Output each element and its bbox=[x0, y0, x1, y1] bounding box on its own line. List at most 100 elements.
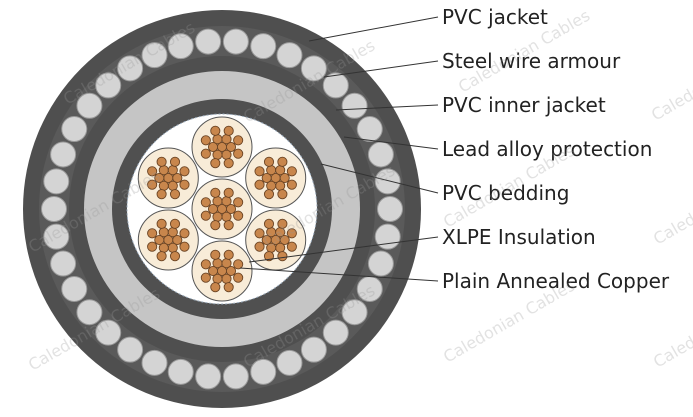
core bbox=[245, 209, 307, 271]
copper-strand bbox=[207, 203, 219, 215]
copper-strand bbox=[158, 165, 169, 176]
copper-strand bbox=[156, 251, 167, 262]
armour-wire bbox=[276, 349, 303, 376]
copper-strand bbox=[221, 273, 232, 284]
armour-wire bbox=[76, 92, 103, 119]
core bbox=[191, 240, 253, 302]
copper-strand bbox=[167, 165, 178, 176]
copper-strand bbox=[200, 148, 211, 159]
core bbox=[245, 147, 307, 209]
leader-line bbox=[320, 163, 439, 194]
armour-wire bbox=[341, 299, 368, 326]
copper-strand bbox=[254, 166, 265, 177]
copper-strand bbox=[275, 165, 286, 176]
copper-strand bbox=[275, 180, 286, 191]
copper-strand bbox=[254, 241, 265, 252]
copper-strand bbox=[147, 241, 158, 252]
copper-strand bbox=[147, 179, 158, 190]
copper-strand bbox=[233, 135, 244, 146]
copper-strand bbox=[210, 187, 221, 198]
copper-strand bbox=[233, 259, 244, 270]
core bbox=[191, 178, 253, 240]
leader-lines bbox=[239, 16, 439, 282]
copper-strand bbox=[223, 158, 234, 169]
armour-wire bbox=[222, 28, 249, 55]
armour-wire bbox=[117, 55, 144, 82]
leader-line bbox=[308, 16, 439, 42]
copper-strand bbox=[223, 125, 234, 136]
copper-strand bbox=[179, 241, 190, 252]
copper-strand bbox=[225, 265, 237, 277]
copper-strand bbox=[154, 234, 165, 246]
copper-strand bbox=[154, 172, 165, 184]
copper-strand bbox=[200, 259, 211, 270]
copper-strand bbox=[286, 166, 297, 177]
copper-strand bbox=[210, 220, 221, 231]
leader-line bbox=[248, 236, 439, 263]
copper-strand bbox=[263, 251, 275, 262]
armour-wire bbox=[43, 223, 70, 250]
armour-wire bbox=[95, 72, 122, 99]
copper-strand bbox=[212, 134, 223, 145]
copper-strand bbox=[172, 234, 183, 246]
armour-wire bbox=[195, 28, 222, 55]
copper-strand bbox=[279, 234, 290, 246]
leader-line bbox=[239, 267, 439, 282]
cores-group bbox=[137, 116, 307, 302]
copper-strand bbox=[261, 172, 272, 184]
copper-strand bbox=[254, 228, 265, 239]
armour-wire bbox=[300, 55, 327, 82]
label-xlpe-insulation: XLPE Insulation bbox=[442, 225, 596, 249]
copper-strand bbox=[156, 156, 167, 167]
armour-wire bbox=[43, 168, 70, 195]
core bbox=[137, 209, 199, 271]
armour-wire bbox=[50, 141, 77, 168]
copper-strand bbox=[156, 218, 167, 229]
copper-strand bbox=[263, 156, 275, 167]
copper-strand bbox=[277, 189, 288, 200]
label-steel-wire-armour: Steel wire armour bbox=[442, 49, 621, 73]
copper-strand bbox=[233, 272, 244, 283]
armour-wire bbox=[367, 141, 394, 168]
copper-strand bbox=[221, 211, 232, 222]
copper-strand bbox=[179, 179, 190, 190]
armour-wire bbox=[341, 92, 368, 119]
armour-wire bbox=[167, 33, 194, 60]
armour-wire bbox=[117, 336, 144, 363]
copper-strand bbox=[179, 166, 190, 177]
label-plain-annealed-copper: Plain Annealed Copper bbox=[442, 269, 670, 293]
leader-line bbox=[343, 136, 439, 150]
copper-strand bbox=[286, 228, 297, 239]
copper-strand bbox=[225, 203, 237, 215]
armour-wire bbox=[141, 42, 168, 69]
copper-strand bbox=[200, 272, 211, 283]
armour-wire bbox=[276, 42, 303, 69]
core bbox=[137, 147, 199, 209]
copper-strand bbox=[286, 179, 297, 190]
copper-strand bbox=[223, 249, 234, 260]
armour-wire bbox=[356, 116, 383, 143]
copper-strand bbox=[169, 189, 181, 200]
copper-strand bbox=[200, 197, 211, 208]
copper-strand bbox=[172, 172, 183, 184]
copper-strand bbox=[158, 227, 169, 238]
copper-strand bbox=[279, 172, 290, 184]
armour-wire bbox=[377, 196, 403, 222]
armour-wire bbox=[367, 250, 394, 277]
label-pvc-jacket: PVC jacket bbox=[442, 5, 548, 29]
copper-strand bbox=[223, 220, 234, 231]
copper-strand bbox=[233, 197, 244, 208]
copper-strand bbox=[210, 282, 221, 293]
armour-wire bbox=[250, 33, 277, 60]
armour-wire bbox=[374, 223, 401, 250]
copper-strand bbox=[266, 165, 277, 176]
copper-strand bbox=[212, 196, 223, 207]
copper-strand bbox=[167, 180, 178, 191]
copper-strand bbox=[233, 210, 244, 221]
label-pvc-bedding: PVC bedding bbox=[442, 181, 570, 205]
armour-wire bbox=[50, 250, 77, 277]
copper-strand bbox=[212, 258, 223, 269]
armour-wire bbox=[300, 336, 327, 363]
copper-strand bbox=[179, 228, 190, 239]
